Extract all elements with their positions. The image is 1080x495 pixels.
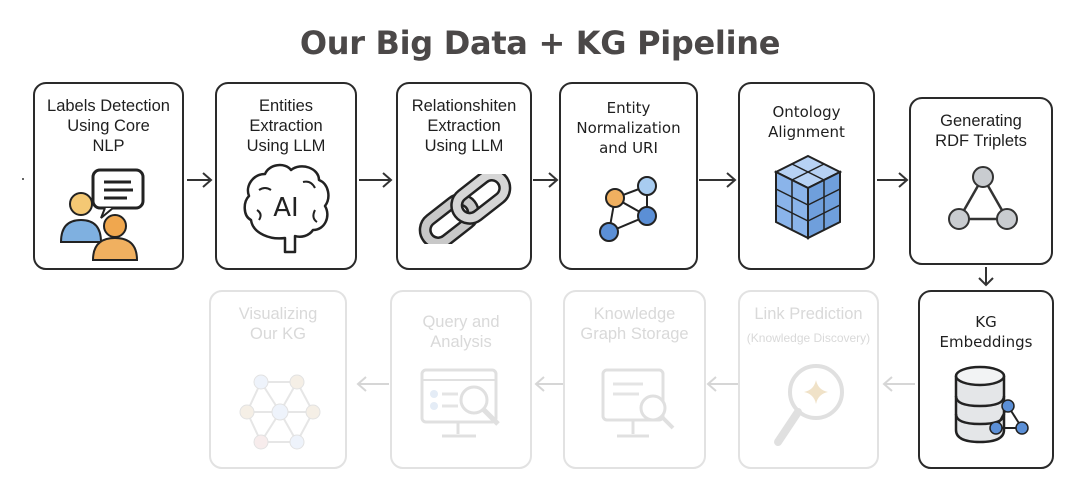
step-label: Generating RDF Triplets (935, 112, 1027, 150)
step-link-prediction[interactable]: Link Prediction (Knowledge Discovery) (738, 290, 879, 469)
step-labels-detection[interactable]: Labels Detection Using Core NLP (33, 82, 184, 270)
people-chat-icon (59, 168, 145, 261)
step-label: Relationshiten Extraction Using LLM (411, 97, 517, 155)
arrow-right-5 (877, 172, 909, 188)
ai-brain-icon: AI (243, 163, 330, 254)
step-query-analysis[interactable]: Query and Analysis (390, 290, 532, 469)
monitor-search-icon (601, 368, 675, 438)
step-label: KG Embeddings (939, 313, 1033, 351)
arrow-right-3 (533, 172, 559, 188)
arrow-left-1 (882, 376, 915, 392)
step-knowledge-graph-storage[interactable]: Knowledge Graph Storage (563, 290, 706, 469)
arrow-left-2 (706, 376, 739, 392)
arrow-right-2 (359, 172, 393, 188)
stray-dot (22, 178, 24, 180)
step-label: Entities Extraction Using LLM (246, 97, 326, 155)
cube-grid-icon (773, 154, 843, 240)
magnifier-sparkle-icon (774, 364, 844, 446)
step-label: Query and Analysis (422, 313, 500, 351)
triangle-graph-icon (948, 166, 1018, 230)
step-kg-embeddings[interactable]: KG Embeddings (918, 290, 1054, 469)
arrow-right-4 (699, 172, 737, 188)
step-entities-extraction[interactable]: Entities Extraction Using LLM AI (215, 82, 357, 270)
arrow-left-3 (534, 376, 565, 392)
node-graph-icon (599, 176, 657, 242)
step-label: Ontology Alignment (768, 103, 845, 141)
step-visualizing-kg[interactable]: Visualizing Our KG (209, 290, 347, 469)
step-label: Visualizing Our KG (238, 305, 318, 343)
step-entity-normalization[interactable]: Entity Normalization and URI (559, 82, 698, 270)
chain-link-icon (418, 174, 512, 244)
arrow-left-4 (356, 376, 389, 392)
step-label: Labels Detection Using Core NLP (47, 97, 170, 155)
step-relationship-extraction[interactable]: Relationshiten Extraction Using LLM (396, 82, 532, 270)
step-label: Entity Normalization and URI (576, 99, 681, 157)
network-graph-icon (239, 374, 321, 450)
step-label: Knowledge Graph Storage (580, 305, 689, 343)
step-label: Link Prediction (754, 305, 863, 323)
arrow-right-1 (187, 172, 213, 188)
page-title: Our Big Data + KG Pipeline (299, 24, 781, 62)
dashboard-search-icon (420, 368, 500, 438)
step-ontology-alignment[interactable]: Ontology Alignment (738, 82, 875, 270)
step-sublabel: (Knowledge Discovery) (746, 331, 871, 345)
arrow-down (978, 267, 994, 287)
ai-text: AI (273, 193, 298, 223)
step-generating-rdf-triplets[interactable]: Generating RDF Triplets (909, 97, 1053, 265)
database-graph-icon (954, 365, 1029, 444)
